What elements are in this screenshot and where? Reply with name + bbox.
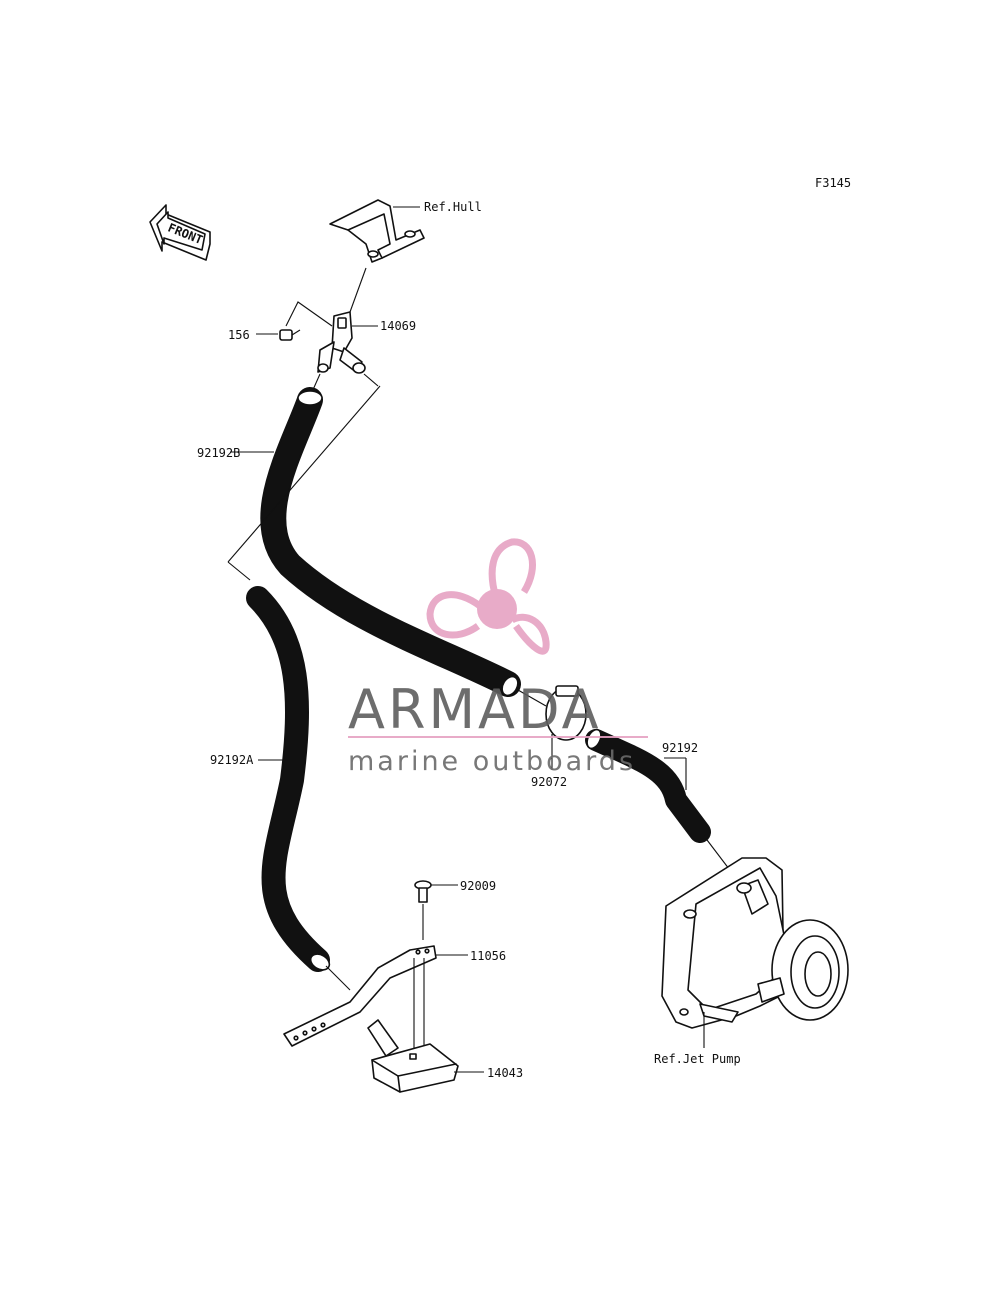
callout-ref-jet-pump: Ref.Jet Pump bbox=[654, 1052, 741, 1066]
clamp-92072 bbox=[545, 685, 587, 741]
front-arrow-icon: FRONT bbox=[149, 204, 211, 261]
callout-92192A: 92192A bbox=[210, 753, 254, 767]
fitting-14069 bbox=[317, 311, 366, 374]
callout-92072: 92072 bbox=[531, 775, 567, 789]
strainer-14043 bbox=[367, 1019, 459, 1093]
callout-ref-hull: Ref.Hull bbox=[424, 200, 482, 214]
callout-156: 156 bbox=[228, 328, 250, 342]
watermark-tagline: marine outboards bbox=[348, 746, 636, 777]
callout-92009: 92009 bbox=[460, 879, 496, 893]
callout-14069: 14069 bbox=[380, 319, 416, 333]
hose-92192B bbox=[260, 387, 521, 697]
propeller-icon bbox=[426, 538, 550, 655]
callout-92192: 92192 bbox=[662, 741, 698, 755]
callout-92192B: 92192B bbox=[197, 446, 240, 460]
hose-92192A bbox=[246, 586, 331, 972]
screw-92009 bbox=[414, 880, 432, 903]
watermark-brand: ARMADA bbox=[348, 678, 602, 741]
jet-pump-housing bbox=[661, 857, 849, 1029]
callout-14043: 14043 bbox=[487, 1066, 523, 1080]
hose-92192 bbox=[585, 728, 711, 843]
figure-code: F3145 bbox=[815, 176, 851, 190]
armada-logo-watermark: ARMADA marine outboards bbox=[348, 538, 648, 777]
bolt-156 bbox=[279, 329, 301, 341]
callout-11056: 11056 bbox=[470, 949, 506, 963]
hull-bracket bbox=[329, 199, 425, 263]
bracket-11056 bbox=[283, 945, 437, 1047]
